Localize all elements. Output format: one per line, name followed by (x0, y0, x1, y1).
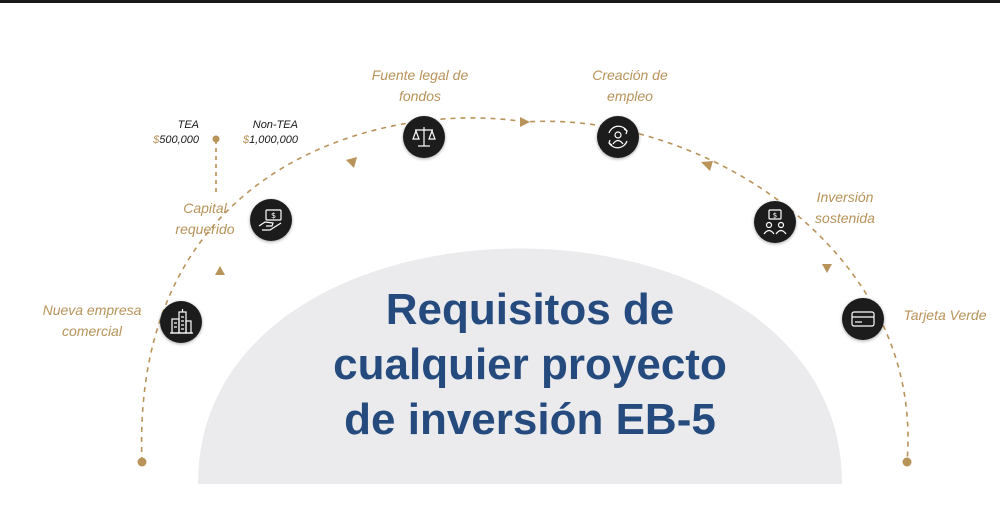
non-tea-value: 1,000,000 (249, 134, 298, 146)
arc-arrow (520, 117, 530, 127)
gray-dome (198, 248, 842, 484)
step-label-line: Capital (183, 200, 227, 216)
tea-currency: $ (153, 134, 160, 146)
employee-cycle-icon (597, 116, 639, 158)
svg-text:$: $ (773, 212, 777, 220)
arc-arrow (215, 266, 225, 275)
step-label-capital: Capital requerido (160, 198, 250, 240)
arc-start-dot (137, 457, 147, 467)
step-label-line: empleo (607, 88, 653, 104)
step-label-line: fondos (398, 88, 442, 104)
money-hand-icon: $ (250, 199, 292, 241)
tea-label: TEA (177, 119, 199, 131)
title-line-2: cualquier proyecto (333, 340, 727, 389)
step-label-line: Fuente legal de (371, 67, 469, 83)
step-label-fuente-legal: Fuente legal de fondos (358, 65, 482, 107)
step-label-line: comercial (62, 323, 122, 339)
card-icon (842, 298, 884, 340)
step-label-line: sostenida (815, 210, 875, 226)
step-label-tarjeta-verde: Tarjeta Verde (893, 305, 997, 326)
main-title: Requisitos de cualquier proyecto de inve… (300, 282, 760, 447)
non-tea-label: Non-TEA (252, 119, 298, 131)
arc-arrow (346, 157, 357, 168)
title-line-1: Requisitos de (385, 285, 675, 334)
investment-people-icon: $ (754, 201, 796, 243)
non-tea-currency: $ (242, 134, 250, 146)
arc-end-dot (902, 457, 912, 467)
step-label-inversion-sostenida: Inversión sostenida (800, 187, 890, 229)
arc-arrow (701, 161, 713, 171)
buildings-icon (160, 301, 202, 343)
step-label-line: Tarjeta Verde (903, 307, 987, 323)
step-label-line: Creación de (592, 67, 668, 83)
tea-value: 500,000 (159, 134, 199, 146)
scales-icon (403, 116, 445, 158)
step-label-line: Inversión (816, 189, 874, 205)
step-label-line: requerido (175, 221, 235, 237)
non-tea-amount: Non-TEA $1,000,000 (230, 118, 298, 148)
arc-arrow (822, 264, 832, 273)
tea-amount: TEA $500,000 (135, 118, 199, 148)
tea-branch-dot (212, 135, 220, 143)
step-label-line: Nueva empresa (42, 302, 142, 318)
top-border (0, 0, 1000, 3)
step-label-nueva-empresa: Nueva empresa comercial (30, 300, 154, 342)
step-label-creacion-empleo: Creación de empleo (575, 65, 685, 107)
svg-text:$: $ (271, 211, 276, 220)
title-line-3: de inversión EB-5 (344, 395, 716, 444)
